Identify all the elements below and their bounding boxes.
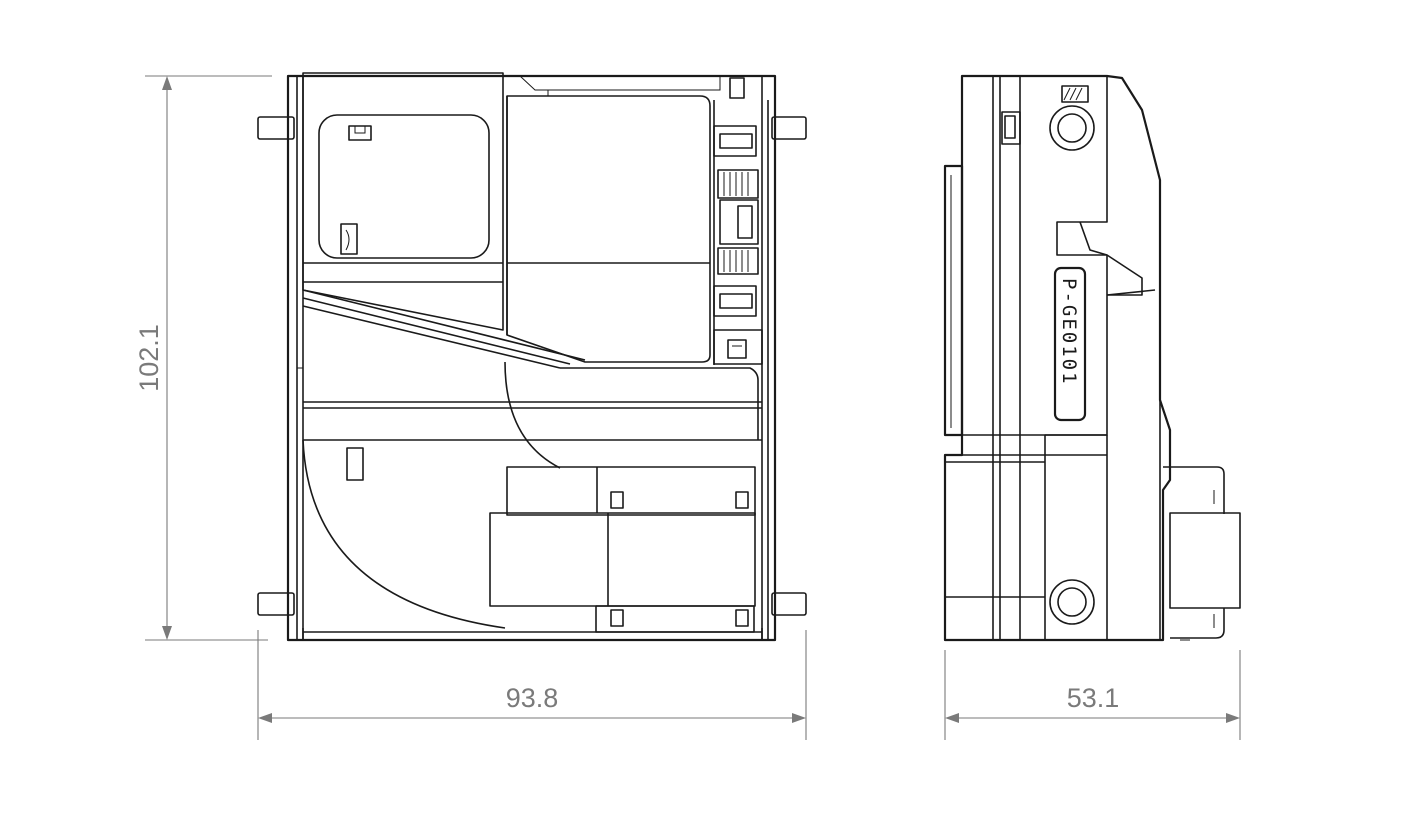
side-label-plate [1053,266,1087,422]
left-top-mounting-pin [257,116,295,140]
coin-tube-block [489,466,756,633]
side-top-screw [1049,105,1095,151]
side-label-text: P-GE0101 [1058,278,1080,386]
side-front-panel [1042,75,1108,640]
side-width-dimension: 53.1 [944,650,1241,740]
front-width-dimension-label: 93.8 [506,683,559,713]
side-bottom-screw [1049,579,1095,625]
side-width-dimension-label: 53.1 [1067,683,1120,713]
side-main-body [943,74,1172,642]
front-view [257,72,807,642]
roller-mechanism [713,77,763,365]
front-window-panel [318,114,490,259]
side-view: P-GE0101 [943,74,1241,642]
upper-left-housing [302,72,504,331]
front-width-dimension: 93.8 [257,630,807,740]
height-dimension: 102.1 [134,75,272,641]
side-back-panel [943,164,964,437]
right-top-mounting-pin [771,116,807,140]
coin-chute [297,289,762,441]
height-dimension-label: 102.1 [134,324,164,392]
lower-curved-body [504,361,561,469]
side-tube-box [1163,466,1241,641]
right-bottom-mounting-pin [771,592,807,616]
window-latch-bottom [340,223,358,255]
front-outer-body [286,74,777,642]
upper-right-cover [506,95,711,363]
lower-slot [346,447,364,481]
left-bottom-mounting-pin [257,592,295,616]
